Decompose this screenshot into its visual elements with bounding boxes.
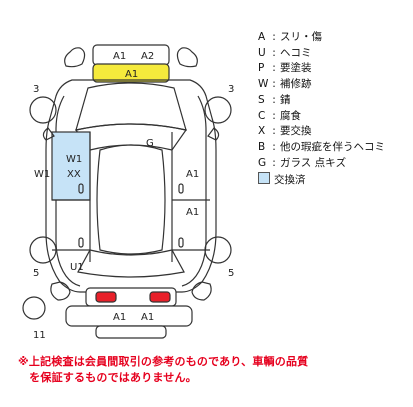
right-mirror <box>207 127 220 141</box>
disclaimer-notice: ※上記検査は会員間取引の参考のものであり、車輌の品質 を保証するものではありませ… <box>18 354 410 386</box>
legend-code: P <box>258 62 265 75</box>
legend-code: S <box>258 93 265 106</box>
windshield <box>74 123 188 151</box>
car-body-outline <box>45 79 217 293</box>
legend-separator: : <box>272 93 276 106</box>
label-front-right-corner: 3 <box>228 84 234 95</box>
left-body-side <box>55 95 81 287</box>
label-rear-bumper-left: A1 <box>113 312 126 323</box>
label-spare-tire: 11 <box>33 330 46 341</box>
right-rear-handle <box>178 237 184 248</box>
label-right-rear-door: A1 <box>186 207 199 218</box>
rear-bumper-lower <box>65 305 193 327</box>
disclaimer-line-1: ※上記検査は会員間取引の参考のものであり、車輌の品質 <box>18 355 309 368</box>
legend-text: スリ・傷 <box>280 31 322 43</box>
tail-light-left <box>95 291 117 303</box>
legend-item: G: ガラス 点キズ <box>258 156 408 172</box>
left-front-door <box>51 131 91 201</box>
left-mirror <box>42 127 55 141</box>
legend-code: X <box>258 125 266 138</box>
legend-item: U: ヘコミ <box>258 46 408 62</box>
disclaimer-line-2: を保証するものではありません。 <box>18 371 197 384</box>
legend-separator: : <box>272 62 276 75</box>
legend-separator: : <box>272 109 276 122</box>
front-left-bumper-corner <box>64 47 86 68</box>
label-right-front-door: A1 <box>186 169 199 180</box>
left-front-handle <box>78 183 84 194</box>
label-front-top-left: A1 <box>113 51 126 62</box>
legend-text: 要交換 <box>280 125 312 138</box>
legend-text: 他の瑕疵を伴うヘコミ <box>280 140 385 153</box>
legend-item: X: 要交換 <box>258 124 408 140</box>
label-front-top-right: A2 <box>141 51 154 62</box>
legend-text: 補修跡 <box>280 78 312 91</box>
left-rear-handle <box>78 237 84 248</box>
label-rear-bumper-right: A1 <box>141 312 154 323</box>
legend-item: W: 補修跡 <box>258 77 408 93</box>
legend-code: C <box>258 109 266 122</box>
legend-text: 腐食 <box>280 109 301 122</box>
legend-separator: : <box>272 78 276 91</box>
label-front-left-corner: 3 <box>33 84 39 95</box>
legend-item: A: スリ・傷 <box>258 30 408 46</box>
tail-light-right <box>149 291 171 303</box>
legend-separator: : <box>272 140 276 153</box>
legend-item: P: 要塗装 <box>258 61 408 77</box>
legend-separator: : <box>272 125 276 138</box>
legend-item: B: 他の瑕疵を伴うヘコミ <box>258 140 408 156</box>
roof-outline <box>96 144 166 255</box>
front-right-tire <box>204 96 232 124</box>
legend-code: U <box>258 46 266 59</box>
legend-text: ガラス 点キズ <box>280 156 347 169</box>
front-bumper-top-panel <box>92 44 170 66</box>
label-left-fender: W1 <box>34 169 50 180</box>
legend-code: A <box>258 31 266 43</box>
legend-separator: : <box>272 156 276 169</box>
label-rear-left-corner: 5 <box>33 268 39 279</box>
right-body-side <box>181 95 207 287</box>
legend-text: 錆 <box>280 93 291 106</box>
label-front-bumper: A1 <box>125 69 138 80</box>
legend: A: スリ・傷 U: ヘコミ P: 要塗装 W: 補修跡 S: 錆 C: 腐食 X: 要交換 B: 他の瑕疵を… <box>258 30 408 189</box>
right-front-handle <box>178 183 184 194</box>
label-left-front-door-1: W1 <box>66 154 82 165</box>
legend-code: W <box>258 78 269 91</box>
rear-left-bumper-corner <box>50 281 71 301</box>
label-rear-right-corner: 5 <box>228 268 234 279</box>
legend-code: B <box>258 140 266 153</box>
legend-text: 要塗装 <box>280 62 312 75</box>
legend-replaced-label: 交換済 <box>274 174 306 187</box>
legend-replaced-item: 交換済 <box>258 172 408 189</box>
front-left-tire <box>29 96 57 124</box>
legend-text: ヘコミ <box>280 46 312 59</box>
rear-glass <box>77 249 185 278</box>
label-hood: G <box>146 138 154 149</box>
legend-separator: : <box>272 46 276 59</box>
legend-separator: : <box>272 31 276 43</box>
hood-outline <box>75 82 187 131</box>
spare-tire <box>22 296 46 320</box>
legend-item: S: 錆 <box>258 93 408 109</box>
replaced-swatch-icon <box>258 172 270 185</box>
legend-code: G <box>258 156 267 169</box>
legend-item: C: 腐食 <box>258 109 408 125</box>
front-right-bumper-corner <box>176 47 198 68</box>
label-left-rear-door: U1 <box>70 262 84 273</box>
rear-right-bumper-corner <box>191 281 212 301</box>
label-left-front-door-2: XX <box>67 169 81 180</box>
front-bumper-yellow <box>92 63 170 83</box>
rear-bumper-bottom <box>95 325 167 339</box>
